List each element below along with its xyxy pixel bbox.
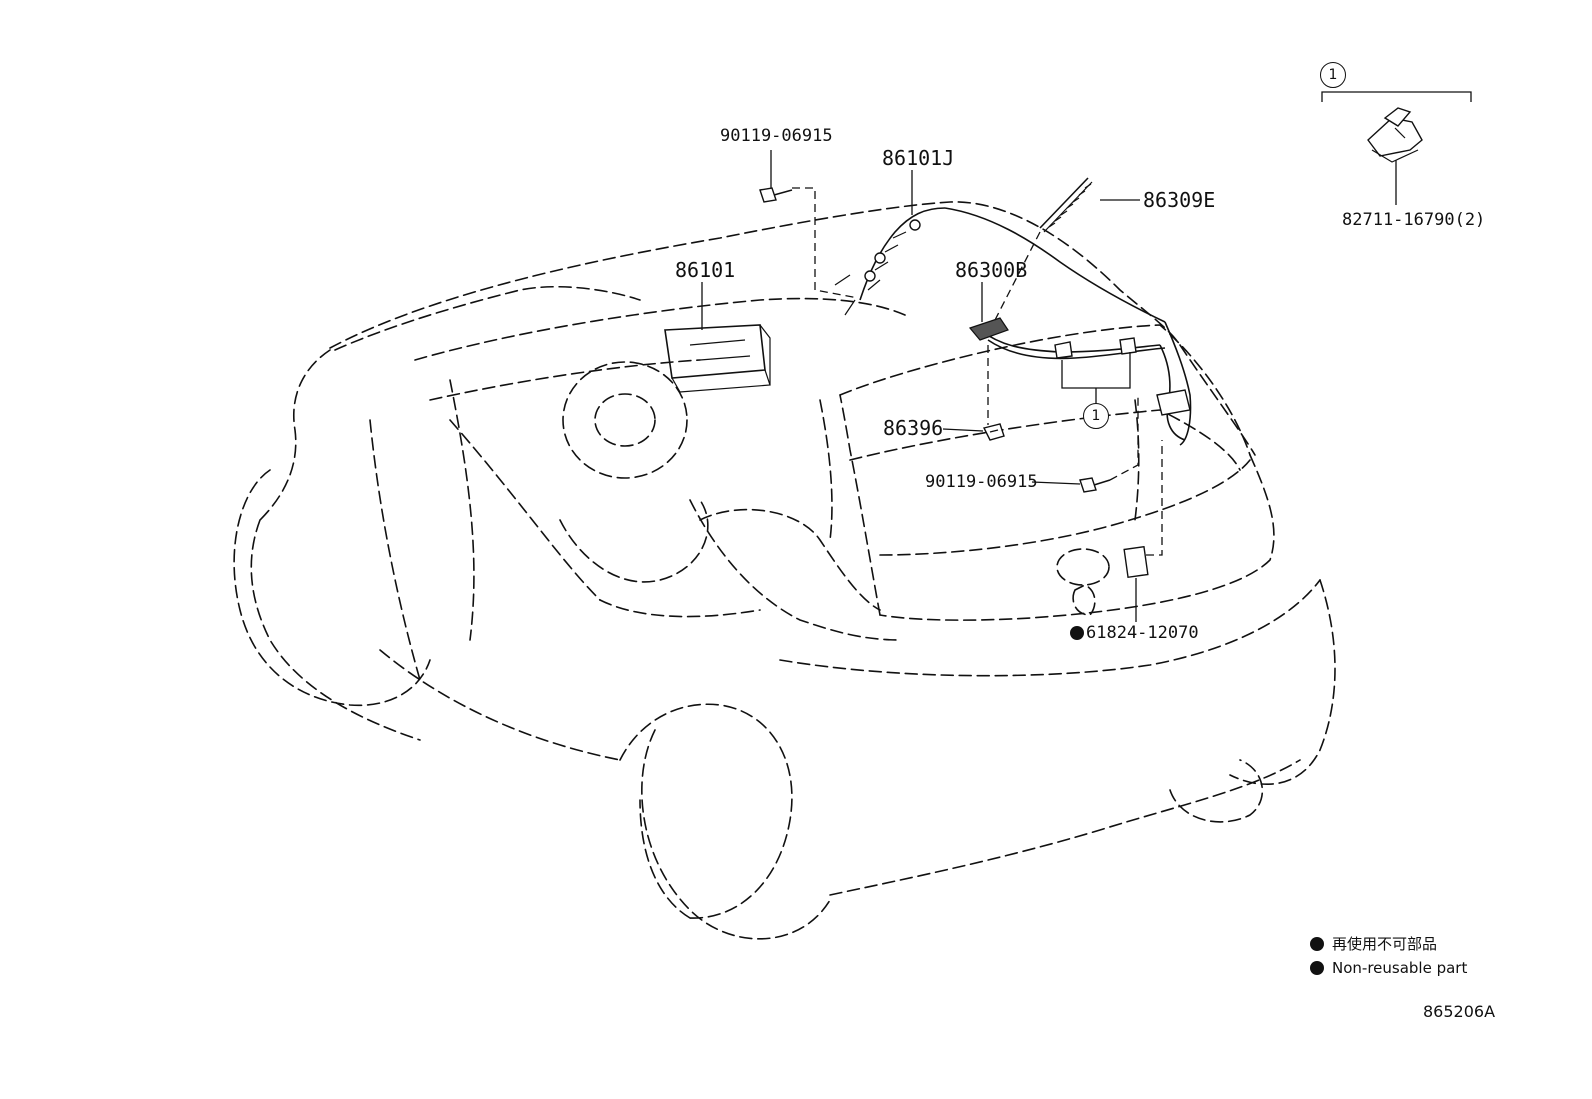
non-reusable-dot-icon	[1070, 626, 1084, 640]
legend-english: Non-reusable part	[1310, 961, 1467, 976]
clamp-86396-shape	[982, 423, 1005, 441]
label-86309E: 86309E	[1143, 188, 1216, 212]
antenna-rod-86309E-shape	[1039, 177, 1093, 233]
label-bolt-bottom: 90119-06915	[925, 472, 1038, 492]
radio-86101-shape	[664, 324, 771, 393]
label-86101J: 86101J	[882, 146, 955, 170]
bolt-bottom-shape	[1079, 477, 1111, 493]
antenna-cable-shape	[968, 317, 1191, 441]
legend-dot-icon	[1310, 961, 1324, 975]
plate-61824-shape	[1123, 545, 1149, 579]
legend-japanese: 再使用不可部品	[1310, 937, 1437, 952]
label-86101: 86101	[675, 258, 736, 282]
wire-86101J-shape	[834, 207, 1192, 446]
clip-82711-shape	[1367, 107, 1423, 163]
car-body-outline	[233, 201, 1336, 940]
legend-dot-icon	[1310, 937, 1324, 951]
legend-english-text: Non-reusable part	[1332, 959, 1468, 977]
label-86396: 86396	[883, 416, 944, 440]
legend-japanese-text: 再使用不可部品	[1332, 935, 1438, 953]
label-82711: 82711-16790(2)	[1342, 210, 1486, 230]
bolt-top-shape	[759, 187, 793, 203]
label-61824: 61824-12070	[1070, 625, 1199, 642]
label-61824-text: 61824-12070	[1086, 623, 1199, 643]
label-86300B: 86300B	[955, 258, 1028, 282]
leader-lines	[701, 91, 1472, 622]
label-bolt-top: 90119-06915	[720, 126, 833, 146]
figure-code: 865206A	[1423, 1002, 1496, 1021]
callout-group-mid: 1	[1083, 403, 1109, 429]
callout-group-top: 1	[1320, 62, 1346, 88]
